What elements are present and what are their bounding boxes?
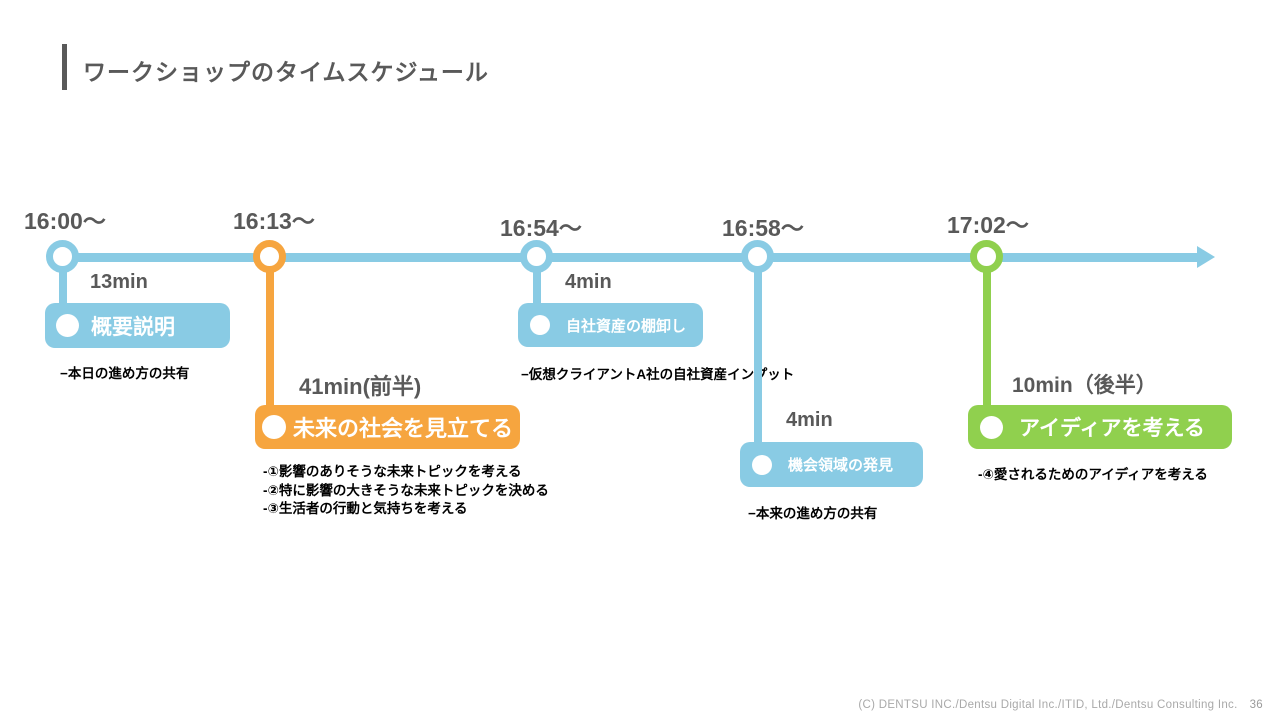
event-time: 16:54〜 bbox=[500, 215, 582, 241]
event-label: 機会領域の発見 bbox=[788, 457, 894, 474]
event-label: アイディアを考える bbox=[1019, 417, 1205, 440]
circle-bullet-icon bbox=[56, 314, 79, 337]
event-label-box: 自社資産の棚卸し bbox=[518, 303, 703, 347]
timeline-dropline bbox=[533, 257, 541, 307]
event-duration: 4min bbox=[786, 409, 833, 431]
event-duration: 10min（後半） bbox=[1012, 374, 1157, 397]
event-duration: 13min bbox=[90, 271, 148, 293]
circle-bullet-icon bbox=[530, 315, 550, 335]
timeline-node bbox=[253, 240, 286, 273]
event-note: -①影響のありそうな未来トピックを考える -②特に影響の大きそうな未来トピックを… bbox=[263, 464, 549, 516]
event-label: 自社資産の棚卸し bbox=[566, 317, 687, 335]
timeline-node bbox=[520, 240, 553, 273]
page-title: ワークショップのタイムスケジュール bbox=[83, 59, 489, 85]
event-time: 17:02〜 bbox=[947, 212, 1029, 238]
arrow-right-icon bbox=[1197, 246, 1215, 268]
title-accent-bar bbox=[62, 44, 67, 90]
circle-bullet-icon bbox=[980, 415, 1003, 439]
event-note: −本来の進め方の共有 bbox=[748, 506, 878, 521]
event-label-box: 未来の社会を見立てる bbox=[255, 405, 520, 449]
event-label: 未来の社会を見立てる bbox=[293, 416, 514, 441]
timeline-dropline bbox=[983, 257, 991, 409]
page-number: 36 bbox=[1249, 699, 1263, 711]
slide-footer: (C) DENTSU INC./Dentsu Digital Inc./ITID… bbox=[858, 699, 1263, 711]
event-note: -④愛されるためのアイディアを考える bbox=[978, 467, 1208, 482]
timeline-dropline bbox=[754, 257, 762, 449]
event-duration: 41min(前半) bbox=[299, 374, 422, 399]
timeline-node bbox=[46, 240, 79, 273]
event-note: −本日の進め方の共有 bbox=[60, 366, 190, 381]
timeline-node bbox=[970, 240, 1003, 273]
event-label-box: アイディアを考える bbox=[968, 405, 1232, 449]
timeline-dropline bbox=[266, 257, 274, 409]
event-time: 16:00〜 bbox=[24, 208, 106, 234]
timeline-dropline bbox=[59, 257, 67, 307]
event-label: 概要説明 bbox=[91, 315, 175, 339]
circle-bullet-icon bbox=[752, 454, 772, 475]
event-duration: 4min bbox=[565, 271, 612, 293]
event-label-box: 機会領域の発見 bbox=[740, 442, 923, 487]
timeline-axis bbox=[63, 253, 1203, 262]
event-time: 16:58〜 bbox=[722, 215, 804, 241]
event-time: 16:13〜 bbox=[233, 208, 315, 234]
circle-bullet-icon bbox=[262, 415, 286, 439]
timeline-node bbox=[741, 240, 774, 273]
event-label-box: 概要説明 bbox=[45, 303, 230, 348]
footer-copyright: (C) DENTSU INC./Dentsu Digital Inc./ITID… bbox=[858, 699, 1238, 711]
event-note: −仮想クライアントA社の自社資産インプット bbox=[521, 367, 795, 382]
